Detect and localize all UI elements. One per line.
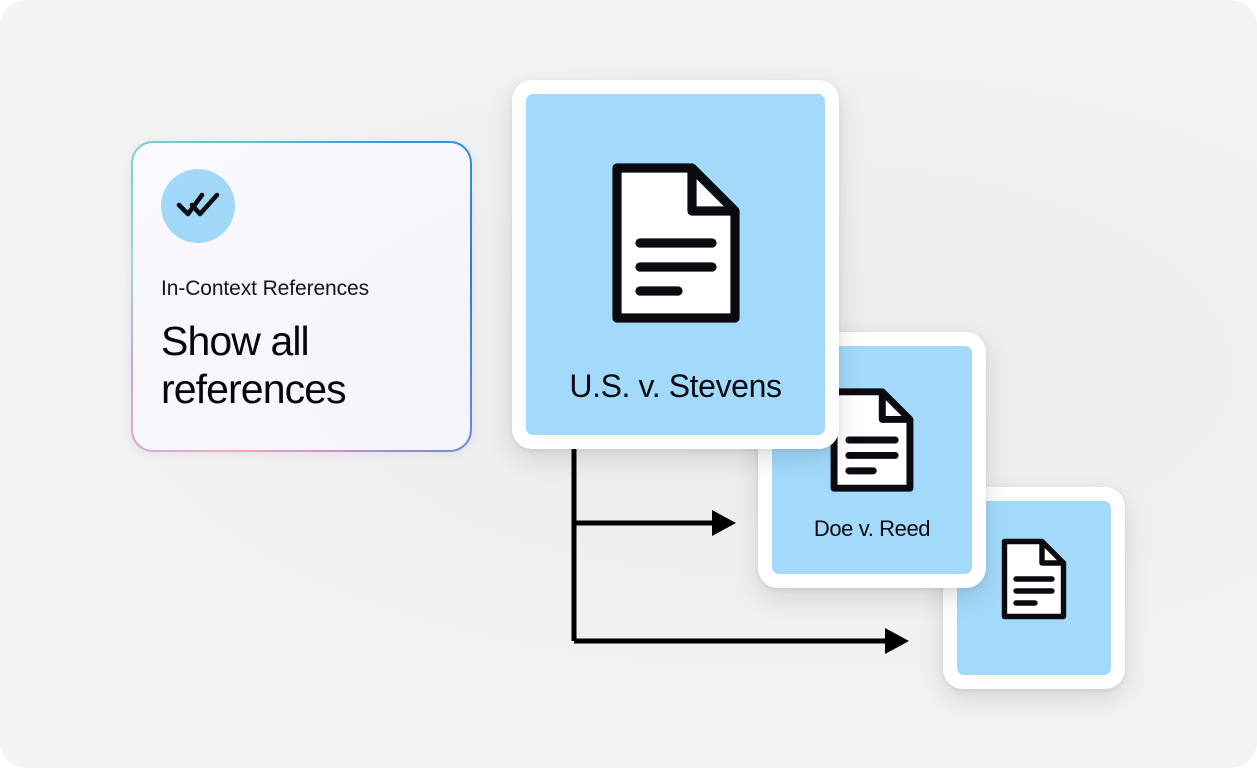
feature-card-surface: In-Context References Show all reference… — [133, 143, 470, 450]
feature-card-headline: Show all references — [161, 318, 347, 413]
document-icon — [611, 163, 740, 323]
document-card-label: U.S. v. Stevens — [569, 368, 782, 404]
document-card-panel — [957, 501, 1111, 675]
feature-card-eyebrow: In-Context References — [161, 277, 370, 300]
reference-connector — [571, 448, 909, 654]
arrowhead-lower — [885, 628, 909, 654]
document-card[interactable]: U.S. v. Stevens — [512, 80, 839, 449]
in-context-references-card[interactable]: In-Context References Show all reference… — [131, 141, 472, 452]
double-check-icon — [161, 169, 235, 243]
document-card[interactable]: Doe v. Reed — [758, 332, 986, 588]
document-card-panel: Doe v. Reed — [772, 346, 972, 574]
document-icon — [1001, 538, 1067, 620]
document-card-label: Doe v. Reed — [813, 516, 931, 541]
document-card-panel: U.S. v. Stevens — [526, 94, 825, 435]
arrowhead-upper — [712, 510, 736, 536]
document-icon — [830, 388, 914, 492]
